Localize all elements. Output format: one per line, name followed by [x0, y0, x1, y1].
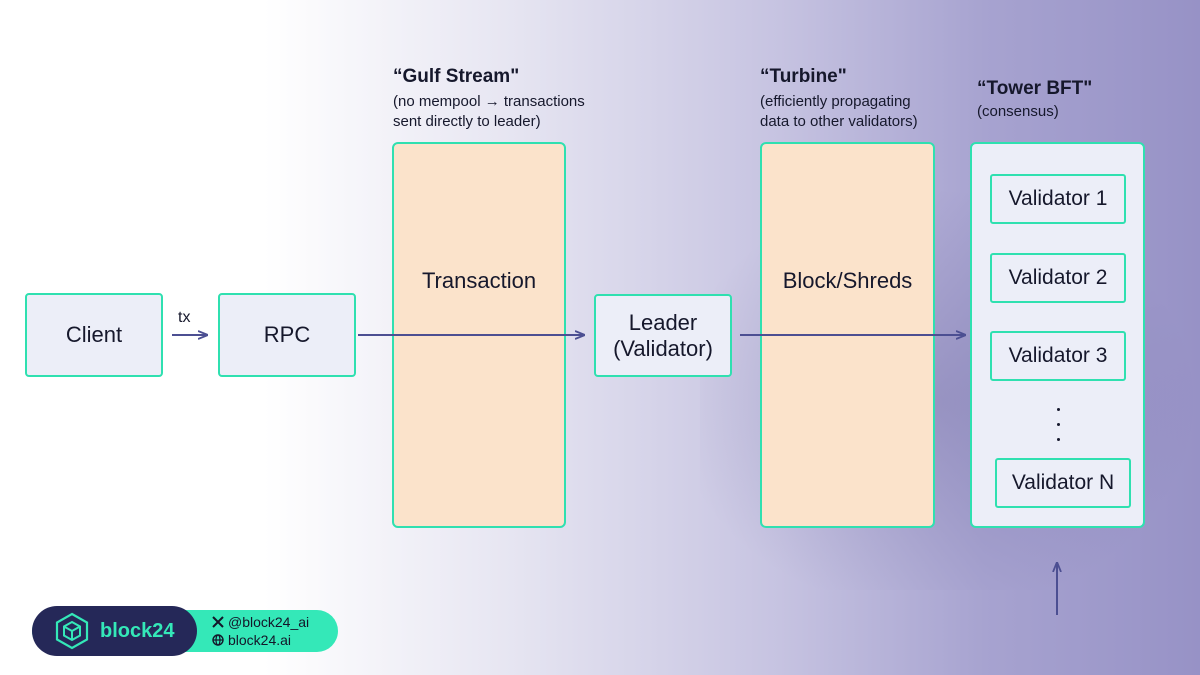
tx-edge-label: tx	[178, 309, 191, 326]
transaction-label: Transaction	[421, 268, 537, 293]
leader-label-line2: (Validator)	[613, 335, 713, 361]
brand-badge: block24 @block24_ai block24.ai	[32, 606, 338, 656]
ellipsis-dots	[1048, 402, 1068, 447]
x-logo-icon	[212, 616, 224, 628]
client-label: Client	[65, 322, 123, 347]
gulf-stream-title: “Gulf Stream"	[393, 66, 520, 87]
website-url: block24.ai	[228, 632, 292, 648]
tower-bft-group: Validator 1 Validator 2 Validator 3 Vali…	[970, 142, 1145, 528]
tower-bft-title: “Tower BFT"	[977, 78, 1093, 99]
gulf-stream-subtitle-line1: (no mempool → transactions	[393, 93, 585, 110]
website-row[interactable]: block24.ai	[212, 631, 309, 649]
twitter-handle: @block24_ai	[228, 614, 310, 630]
validator-n-node: Validator N	[995, 458, 1131, 508]
brand-name: block24	[100, 619, 175, 642]
rpc-node: RPC	[218, 293, 356, 377]
turbine-title: “Turbine"	[760, 66, 847, 87]
turbine-subtitle-line1: (efficiently propagating	[760, 93, 911, 110]
globe-icon	[212, 634, 224, 646]
gulf-stream-subtitle: (no mempool → transactions sent directly…	[393, 92, 585, 132]
client-node: Client	[25, 293, 163, 377]
validator-2-node: Validator 2	[990, 253, 1126, 303]
leader-node: Leader (Validator)	[594, 294, 732, 377]
gulf-stream-subtitle-line2: sent directly to leader)	[393, 113, 541, 130]
leader-label-line1: Leader	[628, 309, 698, 335]
twitter-handle-row[interactable]: @block24_ai	[212, 613, 309, 631]
tower-bft-subtitle: (consensus)	[977, 103, 1059, 120]
block-shreds-label: Block/Shreds	[782, 268, 913, 293]
cube-logo-icon	[55, 612, 89, 650]
validator-1-node: Validator 1	[990, 174, 1126, 224]
validator-3-node: Validator 3	[990, 331, 1126, 381]
brand-handles: @block24_ai block24.ai	[212, 613, 309, 649]
turbine-subtitle-line2: data to other validators)	[760, 113, 918, 130]
turbine-subtitle: (efficiently propagating data to other v…	[760, 92, 918, 132]
rpc-label: RPC	[263, 322, 311, 347]
brand-logo-pill: block24	[32, 606, 197, 656]
